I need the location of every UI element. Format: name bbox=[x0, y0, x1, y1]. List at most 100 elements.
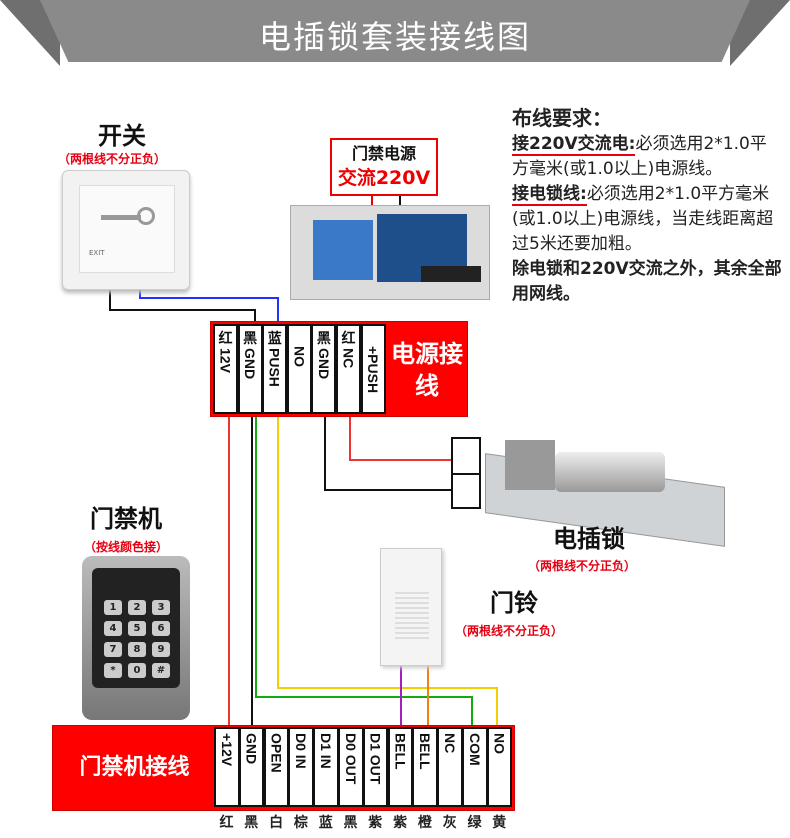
keypad-key: 9 bbox=[152, 642, 170, 657]
ac-label: 接220V交流电: bbox=[512, 134, 636, 156]
requirements-heading: 布线要求： bbox=[512, 106, 612, 130]
power-label: 门禁电源 交流220V bbox=[330, 138, 438, 196]
switch-note: （两根线不分正负） bbox=[58, 152, 167, 166]
wire-color-label: 黑 bbox=[244, 815, 259, 831]
access-terminal: D0 OUT bbox=[338, 727, 364, 807]
access-terminal: D1 IN bbox=[313, 727, 339, 807]
keypad-title: 门禁机 bbox=[90, 505, 162, 533]
terminal-name: D0 OUT bbox=[342, 733, 359, 785]
keypad-key: 4 bbox=[104, 621, 122, 636]
access-block-label: 门禁机接线 bbox=[79, 755, 190, 780]
wire-color-label: 紫 bbox=[368, 815, 383, 831]
keypad-key: 5 bbox=[128, 621, 146, 636]
lock-bolt-image bbox=[555, 452, 665, 492]
terminal-name: PUSH bbox=[266, 348, 283, 387]
terminal-name: GND bbox=[315, 348, 332, 380]
terminal-name: D1 IN bbox=[317, 733, 334, 769]
keypad-key: 3 bbox=[152, 600, 170, 615]
access-terminal: COM bbox=[462, 727, 488, 807]
keypad-key: * bbox=[104, 663, 122, 678]
wire-color-label: 紫 bbox=[393, 815, 408, 831]
wire-color-label: 白 bbox=[269, 815, 284, 831]
power-terminal: +PUSH bbox=[360, 324, 386, 414]
switch-plate-text: EXIT bbox=[89, 249, 105, 257]
access-terminal: NO bbox=[486, 727, 513, 807]
keypad-key: # bbox=[152, 663, 170, 678]
terminal-name: NO bbox=[491, 733, 508, 754]
wire-color-label: 黄 bbox=[492, 815, 507, 831]
wire-color-label: 红 bbox=[219, 815, 234, 831]
doorbell-image bbox=[380, 548, 442, 666]
power-label-line1: 门禁电源 bbox=[351, 144, 416, 163]
access-terminal: BELL bbox=[387, 727, 414, 807]
access-terminal: GND bbox=[238, 727, 265, 807]
bell-note: （两根线不分正负） bbox=[455, 624, 564, 638]
terminal-name: NO bbox=[291, 346, 308, 367]
wiring-requirements: 布线要求： 接220V交流电:必须选用2*1.0平方毫米(或1.0以上)电源线。… bbox=[512, 104, 782, 307]
lock-label: 接电锁线: bbox=[512, 184, 587, 206]
ac-text: 必须选用2*1.0平方毫米(或1.0以上)电源线。 bbox=[512, 134, 767, 179]
terminal-name: GND bbox=[243, 733, 260, 765]
keypad-key: 7 bbox=[104, 642, 122, 657]
lock-title: 电插锁 bbox=[553, 525, 625, 553]
terminal-name: NC bbox=[340, 348, 357, 369]
terminal-wire-color: 黑 bbox=[316, 331, 331, 347]
power-block-label: 电源接线 bbox=[391, 340, 463, 400]
exit-switch-image: EXIT bbox=[62, 170, 190, 290]
access-terminal: D0 IN bbox=[288, 727, 314, 807]
lock-body-image bbox=[505, 440, 555, 490]
other-text: 除电锁和220V交流之外，其余全部用网线。 bbox=[512, 259, 782, 304]
power-label-line2: 交流220V bbox=[337, 167, 431, 189]
terminal-name: COM bbox=[466, 733, 483, 766]
wire-switch-black bbox=[109, 290, 256, 324]
terminal-name: D0 IN bbox=[293, 733, 310, 769]
title-banner: 电插锁套装接线图 bbox=[0, 0, 790, 66]
wire-com-green bbox=[255, 415, 473, 728]
power-terminal: NO bbox=[286, 324, 312, 414]
keypad-note: （按线颜色接） bbox=[84, 540, 169, 554]
terminal-wire-color: 红 bbox=[341, 331, 356, 347]
access-terminal: NC bbox=[437, 727, 463, 807]
terminal-wire-color: 蓝 bbox=[267, 331, 282, 347]
page-title: 电插锁套装接线图 bbox=[258, 18, 531, 56]
lock-text: 必须选用2*1.0平方毫米(或1.0以上)电源线，当走线距离超过5米还要加粗。 bbox=[512, 184, 774, 254]
wire-no-yellow bbox=[277, 415, 498, 728]
terminal-name: BELL bbox=[392, 733, 409, 770]
key-icon bbox=[101, 215, 141, 220]
wire-switch-blue bbox=[139, 290, 279, 324]
access-terminal: OPEN bbox=[263, 727, 290, 807]
access-terminal: BELL bbox=[412, 727, 438, 807]
lock-note: （两根线不分正负） bbox=[528, 559, 637, 573]
bell-title: 门铃 bbox=[490, 589, 538, 617]
wire-color-label: 灰 bbox=[442, 815, 457, 831]
switch-title: 开关 bbox=[98, 122, 146, 150]
wire-color-label: 橙 bbox=[417, 815, 432, 831]
wire-color-label: 棕 bbox=[293, 815, 308, 831]
terminal-name: +PUSH bbox=[365, 346, 382, 394]
power-supply-image bbox=[290, 205, 490, 300]
terminal-name: OPEN bbox=[268, 733, 285, 773]
terminal-name: D1 OUT bbox=[367, 733, 384, 785]
keypad-key: 8 bbox=[128, 642, 146, 657]
keypad-key: 2 bbox=[128, 600, 146, 615]
wire-color-label: 黑 bbox=[343, 815, 358, 831]
wire-lock-red bbox=[349, 415, 452, 461]
wire-color-label: 蓝 bbox=[318, 815, 333, 831]
terminal-name: BELL bbox=[417, 733, 434, 770]
keypad-key: 1 bbox=[104, 600, 122, 615]
keypad-key: 0 bbox=[128, 663, 146, 678]
terminal-name: GND bbox=[242, 348, 259, 380]
terminal-name: NC bbox=[441, 733, 458, 754]
terminal-name: 12V bbox=[217, 348, 234, 373]
access-terminal: D1 OUT bbox=[362, 727, 389, 807]
terminal-wire-color: 黑 bbox=[243, 331, 258, 347]
wire-lock-black bbox=[324, 415, 452, 491]
keypad-key: 6 bbox=[152, 621, 170, 636]
access-terminal: +12V bbox=[214, 727, 240, 807]
